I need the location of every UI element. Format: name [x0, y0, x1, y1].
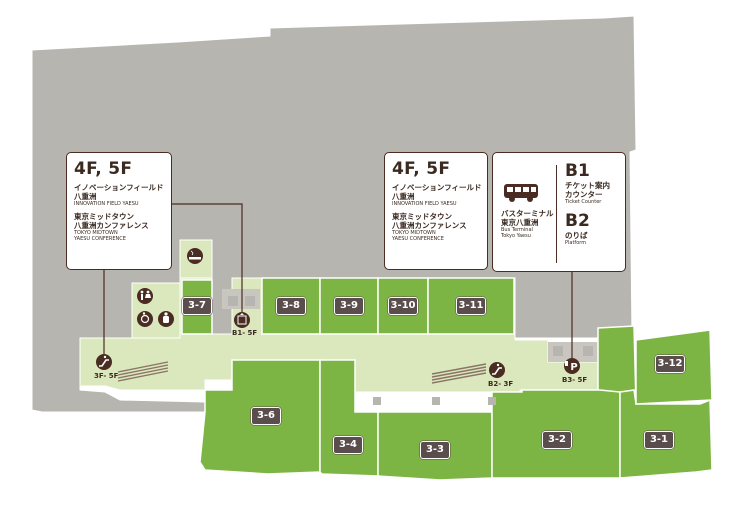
info-left-conf-jp2: 八重洲カンファレンス — [74, 221, 149, 230]
b1-jp2: カウンター — [565, 190, 603, 199]
b2-en: Platform — [565, 240, 587, 246]
info-left-name-jp2: 八重洲 — [74, 192, 97, 201]
escalator-left — [117, 361, 169, 382]
elevator-floors-right: B3- 5F — [562, 376, 588, 384]
unit-3-10[interactable]: 3-10 — [388, 297, 418, 315]
elevator-floors-left: B1- 5F — [232, 329, 258, 337]
b2-label: B2 — [565, 211, 590, 231]
info-mid-conf-jp2: 八重洲カンファレンス — [392, 221, 467, 230]
unit-3-4[interactable]: 3-4 — [333, 436, 363, 454]
elevator-icon-left — [234, 312, 250, 328]
info-mid-floors: 4F, 5F — [392, 159, 451, 179]
info-left-floors: 4F, 5F — [74, 159, 133, 179]
b1-jp: チケット案内 — [565, 181, 610, 190]
info-mid-conf-en2: YAESU CONFERENCE — [392, 236, 444, 242]
info-mid-name-jp: イノベーションフィールド — [392, 183, 482, 192]
escalator-floors-left: 3F- 5F — [94, 372, 119, 380]
bus-terminal-jp2: 東京八重洲 — [501, 218, 539, 227]
info-left-conf-en1: TOKYO MIDTOWN — [74, 230, 118, 236]
leader-line-left-elevator — [172, 203, 243, 312]
bus-icon — [504, 184, 538, 202]
b1-label: B1 — [565, 161, 590, 181]
restroom-icon — [137, 288, 153, 304]
parking-icon: P — [564, 358, 580, 374]
escalator-icon-left — [96, 354, 112, 370]
bus-terminal-en1: Bus Terminal — [501, 227, 533, 233]
svg-text:P: P — [570, 362, 577, 373]
info-box-middle: 4F, 5F イノベーションフィールド 八重洲 INNOVATION FIELD… — [384, 152, 488, 270]
unit-3-9[interactable]: 3-9 — [334, 297, 364, 315]
unit-3-1[interactable]: 3-1 — [644, 431, 674, 449]
escalator-icon-right — [489, 362, 505, 378]
unit-3-7[interactable]: 3-7 — [182, 297, 212, 315]
unit-3-8[interactable]: 3-8 — [276, 297, 306, 315]
info-left-name-jp: イノベーションフィールド — [74, 183, 164, 192]
info-left-conf-en2: YAESU CONFERENCE — [74, 236, 126, 242]
baby-care-icon — [158, 311, 174, 327]
info-mid-name-en: INNOVATION FIELD YAESU — [392, 201, 457, 207]
b1-en: Ticket Counter — [565, 199, 602, 205]
info-box-bus: バスターミナル 東京八重洲 Bus Terminal Tokyo Yaesu B… — [492, 152, 626, 272]
smoking-icon — [187, 248, 203, 264]
accessible-icon — [137, 311, 153, 327]
escalator-floors-right: B2- 3F — [488, 380, 514, 388]
info-mid-name-jp2: 八重洲 — [392, 192, 415, 201]
escalator-right — [431, 363, 487, 384]
unit-3-6[interactable]: 3-6 — [251, 407, 281, 425]
info-mid-conf-jp: 東京ミッドタウン — [392, 212, 452, 221]
bus-terminal-jp: バスターミナル — [501, 209, 554, 218]
info-left-name-en: INNOVATION FIELD YAESU — [74, 201, 139, 207]
unit-3-3[interactable]: 3-3 — [420, 441, 450, 459]
b2-jp: のりば — [565, 231, 588, 240]
unit-3-2[interactable]: 3-2 — [542, 431, 572, 449]
bus-terminal-en2: Tokyo Yaesu — [501, 233, 531, 239]
unit-3-12[interactable]: 3-12 — [655, 355, 685, 373]
info-mid-conf-en1: TOKYO MIDTOWN — [392, 230, 436, 236]
info-box-left: 4F, 5F イノベーションフィールド 八重洲 INNOVATION FIELD… — [66, 152, 172, 270]
info-left-conf-jp: 東京ミッドタウン — [74, 212, 134, 221]
unit-3-11[interactable]: 3-11 — [456, 297, 486, 315]
